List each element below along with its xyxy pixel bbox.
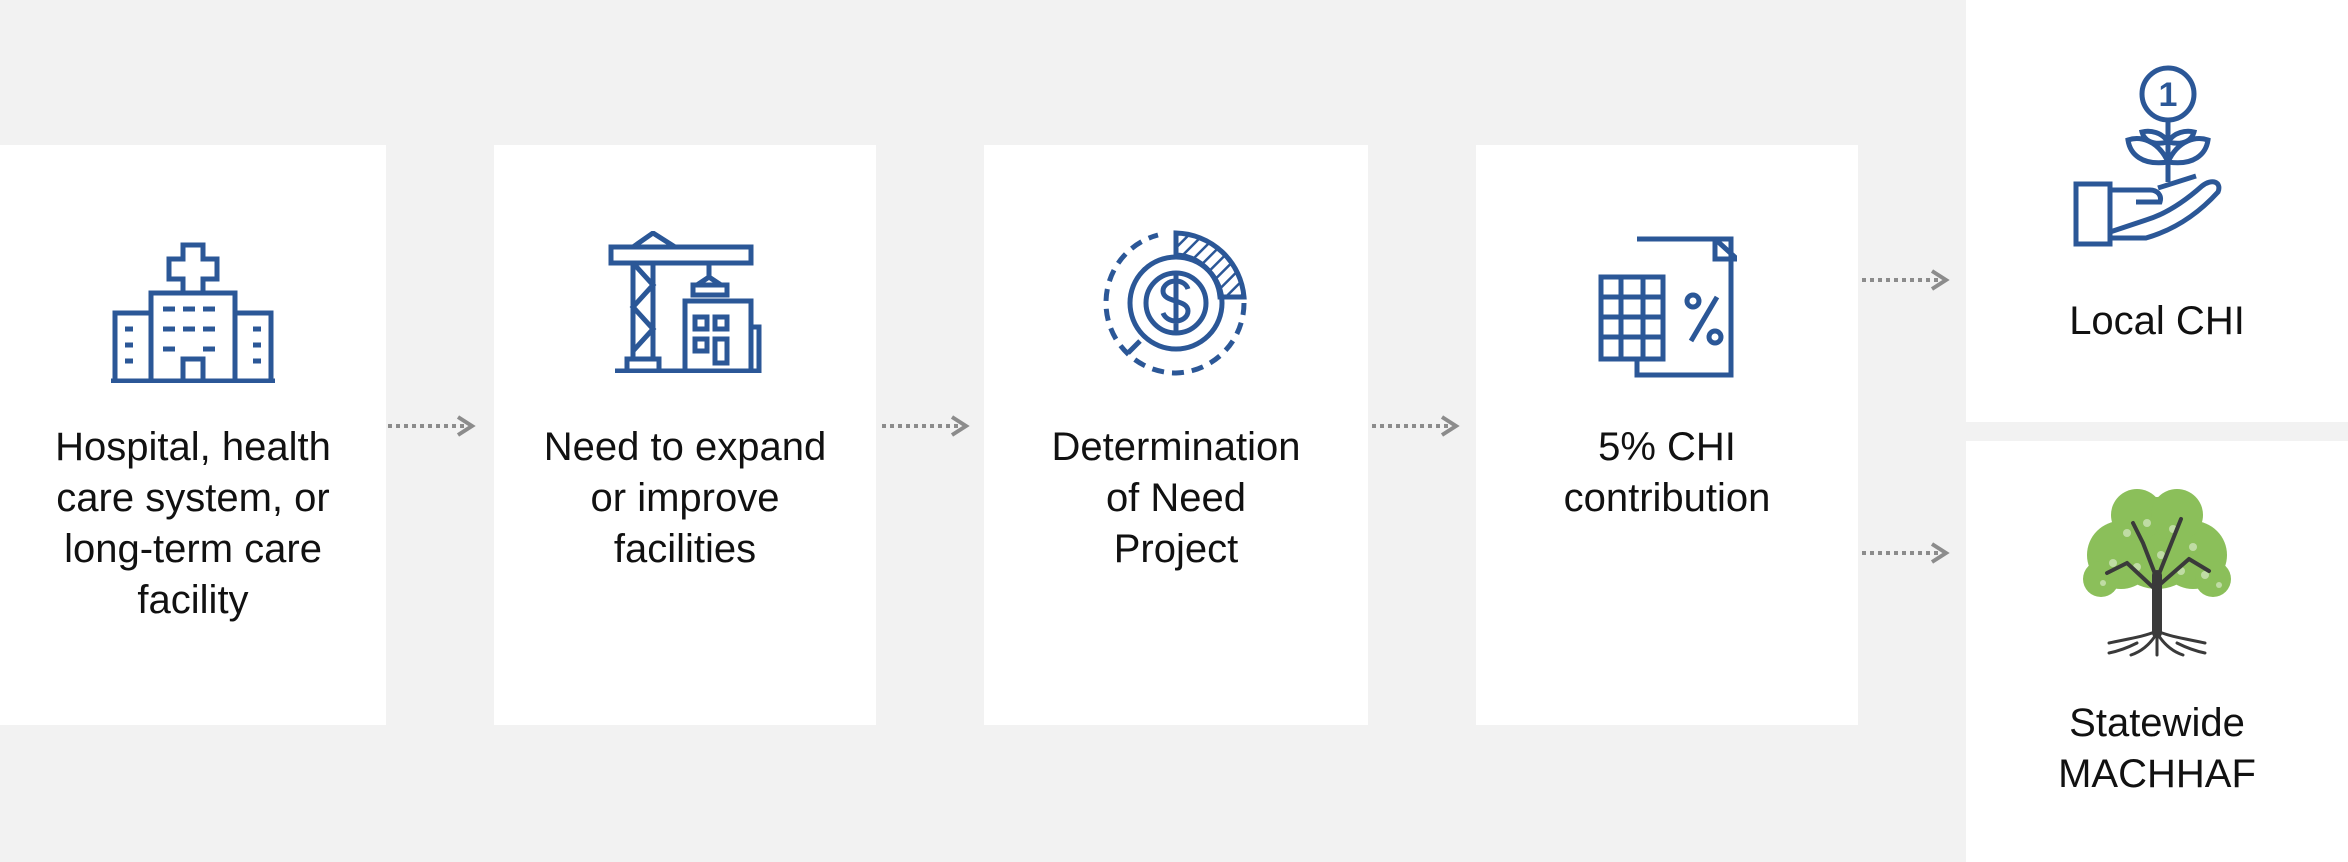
svg-text:1: 1 <box>2159 76 2178 114</box>
hospital-icon <box>111 242 275 383</box>
arrow-connector <box>1862 542 1950 564</box>
outcome-label: Statewide MACHHAF <box>2058 701 2256 796</box>
step-label: Need to expand or improve facilities <box>543 425 827 571</box>
step-card-need-to-expand: Need to expand or improve facilities <box>494 145 876 725</box>
arrow-connector <box>1372 415 1460 437</box>
arrow-connector <box>1862 269 1950 291</box>
outcome-card-statewide-machhaf: Statewide MACHHAF <box>1966 441 2348 862</box>
step-card-chi-contribution: 5% CHI contribution <box>1476 145 1858 725</box>
construction-crane-icon <box>608 231 762 373</box>
calculator-percent-icon <box>1598 236 1737 378</box>
outcome-card-local-chi: 1 Local CHI <box>1966 0 2348 422</box>
step-card-hospital: Hospital, health care system, or long-te… <box>0 145 386 725</box>
arrow-connector <box>882 415 970 437</box>
dollar-chart-icon <box>1103 230 1247 376</box>
step-card-determination-of-need: Determination of Need Project <box>984 145 1368 725</box>
step-label: Determination of Need Project <box>1051 425 1301 571</box>
arrow-connector <box>388 415 476 437</box>
outcome-label: Local CHI <box>2069 299 2245 343</box>
step-label: Hospital, health care system, or long-te… <box>55 425 331 622</box>
tree-icon <box>2083 489 2231 657</box>
step-label: 5% CHI contribution <box>1563 425 1771 520</box>
hand-plant-coin-icon: 1 <box>2073 65 2222 247</box>
